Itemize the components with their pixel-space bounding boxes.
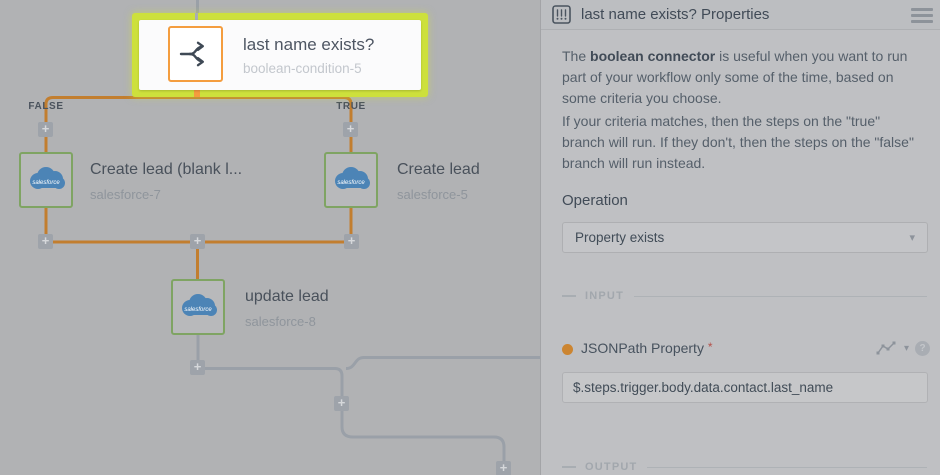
input-section-divider: INPUT bbox=[562, 289, 927, 303]
node-title: update lead bbox=[245, 288, 329, 305]
node-subtitle: salesforce-5 bbox=[397, 187, 468, 202]
node-subtitle: salesforce-7 bbox=[90, 187, 161, 202]
jsonpath-mapping-icon[interactable] bbox=[876, 340, 898, 356]
divider-dash bbox=[562, 295, 576, 297]
jsonpath-property-label: JSONPath Property * bbox=[581, 340, 713, 356]
add-step-button[interactable]: + bbox=[190, 234, 205, 249]
node-subtitle: salesforce-8 bbox=[245, 314, 316, 329]
properties-icon bbox=[552, 5, 571, 24]
plus-icon: + bbox=[41, 121, 50, 136]
node-card[interactable]: last name exists? boolean-condition-5 bbox=[139, 20, 421, 90]
desc-text: The bbox=[562, 48, 591, 64]
plus-icon: + bbox=[193, 233, 202, 248]
output-section-label: OUTPUT bbox=[585, 461, 638, 473]
operation-label: Operation bbox=[562, 192, 628, 209]
add-step-button[interactable]: + bbox=[38, 122, 53, 137]
help-icon[interactable]: ? bbox=[915, 340, 930, 356]
desc-text: is useful when you want to run part of y… bbox=[562, 48, 908, 106]
svg-text:salesforce: salesforce bbox=[32, 180, 60, 186]
jsonpath-property-input[interactable] bbox=[562, 372, 928, 403]
boolean-connector-icon bbox=[168, 26, 223, 82]
node-title: Create lead (blank l... bbox=[90, 161, 243, 178]
description-paragraph-1: The boolean connector is useful when you… bbox=[562, 46, 926, 109]
node-boolean-condition-selected[interactable]: last name exists? boolean-condition-5 bbox=[132, 13, 428, 97]
plus-icon: + bbox=[499, 460, 508, 475]
connector-stub bbox=[195, 13, 198, 20]
node-salesforce-7[interactable]: salesforce bbox=[19, 152, 73, 208]
desc-bold-text: boolean connector bbox=[590, 48, 716, 64]
salesforce-icon: salesforce bbox=[30, 167, 65, 189]
properties-panel: last name exists? Properties The boolean… bbox=[540, 0, 940, 475]
chevron-down-icon: ▾ bbox=[909, 232, 915, 244]
jsonpath-property-row: JSONPath Property * ▾ ? bbox=[562, 340, 930, 358]
plus-icon: + bbox=[193, 359, 202, 374]
input-section-label: INPUT bbox=[585, 290, 624, 302]
add-step-button[interactable]: + bbox=[344, 234, 359, 249]
field-label-text: JSONPath Property bbox=[581, 340, 704, 356]
menu-icon[interactable] bbox=[910, 8, 934, 24]
add-step-button[interactable]: + bbox=[334, 396, 349, 411]
panel-title: last name exists? Properties bbox=[581, 6, 770, 23]
connector-stub bbox=[194, 90, 200, 97]
required-status-dot bbox=[562, 344, 573, 355]
description-paragraph-2: If your criteria matches, then the steps… bbox=[562, 113, 914, 171]
workflow-canvas[interactable]: FALSE TRUE + + + + + + + + salesforce Cr… bbox=[0, 0, 540, 475]
divider-dash bbox=[562, 466, 576, 468]
operation-select[interactable]: Property exists ▾ bbox=[562, 222, 928, 253]
panel-header: last name exists? Properties bbox=[541, 0, 940, 30]
required-asterisk: * bbox=[707, 340, 713, 354]
node-salesforce-8[interactable]: salesforce bbox=[171, 279, 225, 335]
add-step-button[interactable]: + bbox=[343, 122, 358, 137]
plus-icon: + bbox=[337, 395, 346, 410]
salesforce-icon: salesforce bbox=[182, 294, 217, 316]
salesforce-icon: salesforce bbox=[335, 167, 370, 189]
add-step-button[interactable]: + bbox=[38, 234, 53, 249]
node-title: Create lead bbox=[397, 161, 480, 178]
branch-label-true: TRUE bbox=[336, 101, 366, 112]
branch-label-false: FALSE bbox=[28, 101, 64, 112]
operation-selected-value: Property exists bbox=[575, 230, 665, 245]
plus-icon: + bbox=[41, 233, 50, 248]
svg-text:salesforce: salesforce bbox=[184, 307, 212, 313]
node-salesforce-5[interactable]: salesforce bbox=[324, 152, 378, 208]
add-step-button[interactable]: + bbox=[496, 461, 511, 475]
selected-node-subtitle: boolean-condition-5 bbox=[243, 61, 362, 76]
chevron-down-icon[interactable]: ▾ bbox=[903, 342, 909, 354]
plus-icon: + bbox=[347, 233, 356, 248]
plus-icon: + bbox=[346, 121, 355, 136]
divider-rule bbox=[634, 295, 927, 297]
selected-node-title: last name exists? bbox=[243, 35, 375, 54]
svg-text:salesforce: salesforce bbox=[337, 180, 365, 186]
add-step-button[interactable]: + bbox=[190, 360, 205, 375]
output-section-divider: OUTPUT bbox=[562, 460, 927, 474]
divider-rule bbox=[647, 466, 927, 468]
